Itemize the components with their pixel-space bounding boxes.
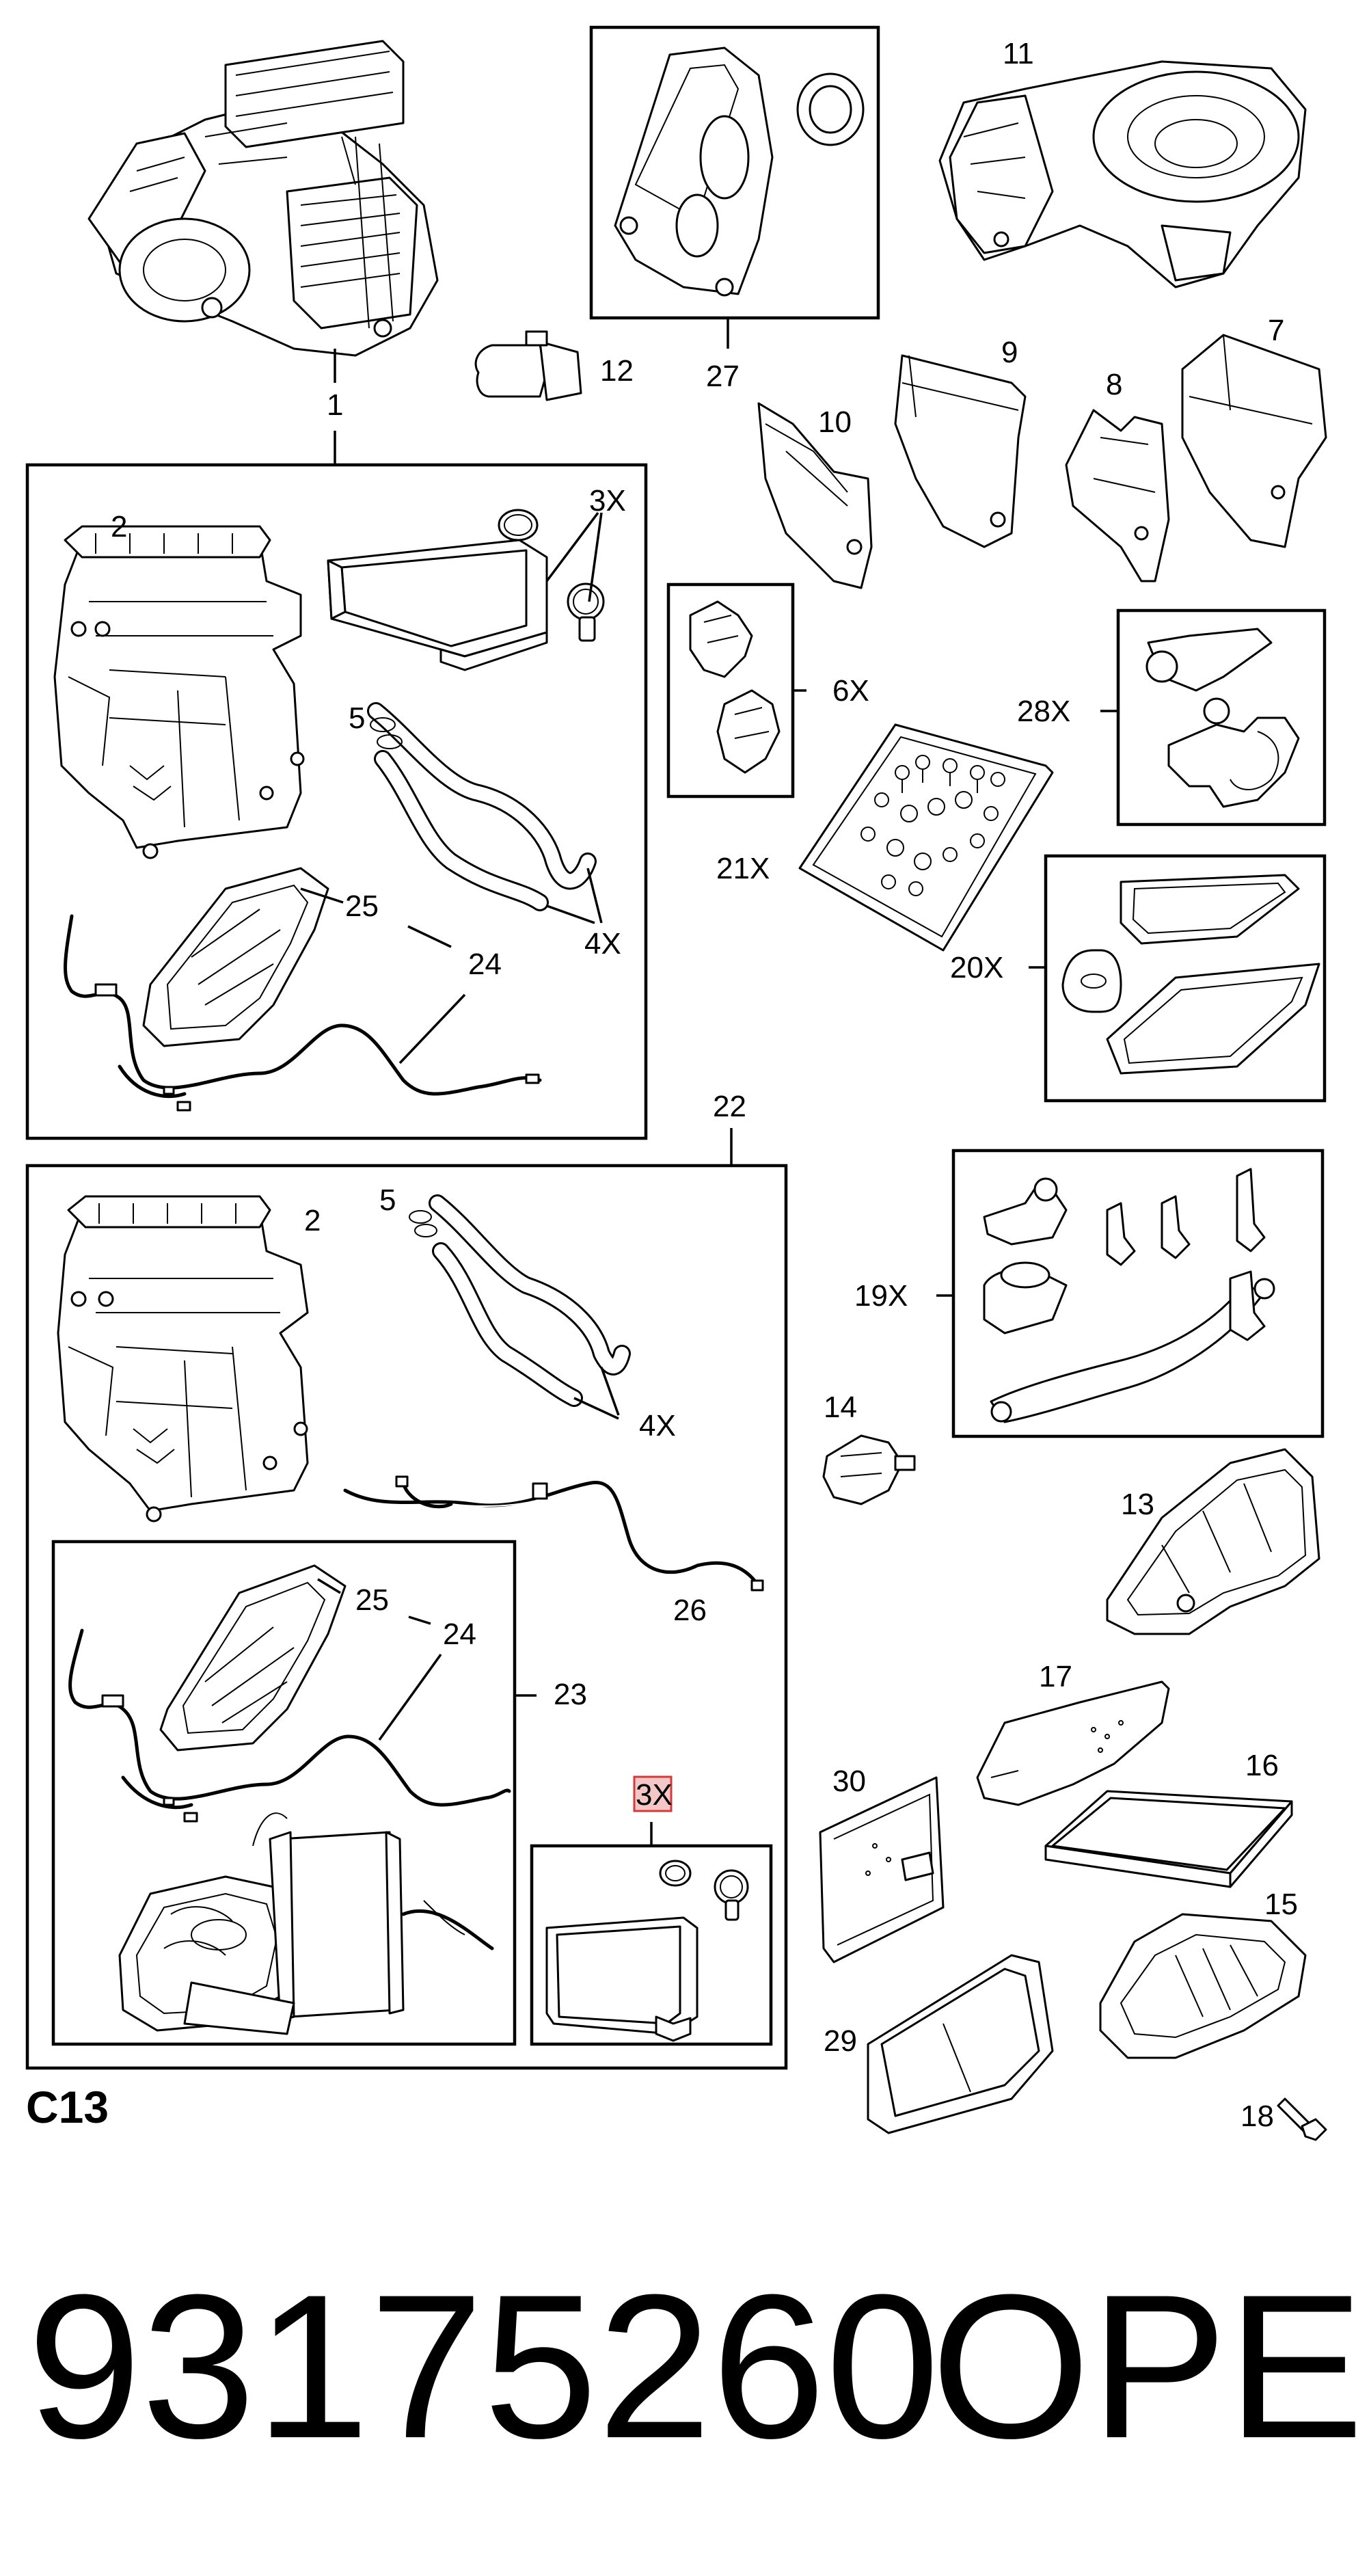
callout-9: 9 (1001, 336, 1018, 369)
callout-25-group23: 25 (355, 1583, 389, 1617)
part-21x-fastener-kit (798, 723, 1054, 952)
callout-3x-highlighted[interactable]: 3X (636, 1778, 673, 1812)
frame-part-20x (1044, 854, 1327, 1103)
part-25-seal-group1 (142, 867, 329, 1047)
frame-group-22 (25, 1164, 788, 2070)
part-11-blower-housing (938, 60, 1307, 289)
part-6x-clips (689, 600, 781, 774)
callout-30: 30 (832, 1765, 866, 1798)
part-8-duct (1065, 409, 1170, 582)
part-14-sensor (822, 1434, 916, 1505)
callout-27: 27 (706, 360, 740, 393)
part-16-cabin-filter (1044, 1790, 1293, 1888)
callout-6x: 6X (832, 674, 869, 708)
callout-5-group1: 5 (349, 701, 365, 735)
part-27-filter-housing (614, 46, 865, 297)
frame-group-1 (25, 463, 648, 1140)
section-code: C13 (26, 2082, 109, 2132)
part-10-duct (757, 402, 873, 589)
callout-23: 23 (554, 1678, 587, 1711)
callout-21x: 21X (716, 852, 770, 885)
callout-4x-group1: 4X (584, 927, 621, 961)
callout-15: 15 (1264, 1888, 1298, 1921)
part-13-duct (1106, 1448, 1320, 1635)
callout-4x-group22: 4X (639, 1409, 676, 1443)
leader-lines (300, 318, 1118, 1846)
part-28x-actuator (1145, 628, 1300, 808)
part-7-duct (1181, 334, 1327, 548)
callout-2-group22: 2 (304, 1204, 321, 1237)
part-5-hoses-group1 (367, 702, 597, 911)
callout-28x: 28X (1017, 695, 1070, 728)
callout-18: 18 (1240, 2099, 1274, 2133)
callout-24-group1: 24 (468, 948, 502, 981)
part-30-cover (819, 1776, 945, 1963)
part-5-hoses-group22 (409, 1194, 631, 1407)
part-1-hvac-module (87, 40, 439, 357)
part-23-heater-assembly (118, 1812, 494, 2035)
part-26-wiring-harness (343, 1475, 764, 1592)
callout-2-group1: 2 (111, 510, 127, 544)
part-20x-seals (1061, 874, 1320, 1075)
brand-name: OPEL (931, 2251, 1356, 2481)
part-18-bolt (1277, 2097, 1327, 2141)
callout-5-group22: 5 (379, 1183, 396, 1217)
part-2-hvac-housing (53, 525, 305, 859)
callout-labels: 1 2 3X 5 4X 25 24 27 11 12 10 9 8 7 6X 2… (26, 37, 1298, 2133)
frame-part-28x (1116, 608, 1327, 827)
callout-10: 10 (818, 405, 852, 439)
part-24-wiring-harness-group1 (64, 914, 542, 1112)
part-9-duct (894, 354, 1027, 548)
part-19x-linkage-set (983, 1168, 1275, 1423)
part-3x-heater-core-group1 (327, 509, 605, 671)
callout-16: 16 (1245, 1749, 1279, 1782)
callout-19x: 19X (854, 1279, 908, 1313)
part-number: 93175260 (27, 2251, 940, 2481)
callout-29: 29 (824, 2024, 857, 2058)
part-17-panel (976, 1680, 1170, 1806)
part-3x-heater-core (545, 1860, 749, 2042)
part-15-duct (1099, 1913, 1307, 2059)
part-12-sensor (474, 330, 582, 401)
frame-group-23 (51, 1540, 517, 2046)
callout-22: 22 (713, 1090, 746, 1123)
highlight-box-3x (633, 1775, 673, 1812)
callout-13: 13 (1121, 1488, 1154, 1521)
callout-20x: 20X (950, 951, 1003, 984)
frame-part-19x (951, 1149, 1325, 1438)
callout-3x-group1: 3X (589, 484, 626, 518)
part-29-duct (867, 1954, 1054, 2134)
callout-25-group1: 25 (345, 889, 379, 923)
callout-7: 7 (1268, 314, 1284, 347)
callout-26: 26 (673, 1594, 707, 1627)
part-25-seal-group23 (159, 1564, 347, 1752)
callout-17: 17 (1039, 1660, 1072, 1693)
frame-part-27 (589, 25, 880, 320)
callout-24-group23: 24 (443, 1618, 476, 1651)
callout-12: 12 (600, 354, 634, 388)
callout-1: 1 (327, 388, 343, 422)
callout-11: 11 (1003, 37, 1034, 70)
part-24-wiring-harness-group23 (68, 1628, 511, 1823)
callout-14: 14 (824, 1391, 857, 1424)
part-2-hvac-housing-group22 (57, 1195, 309, 1522)
callout-8: 8 (1106, 368, 1122, 401)
